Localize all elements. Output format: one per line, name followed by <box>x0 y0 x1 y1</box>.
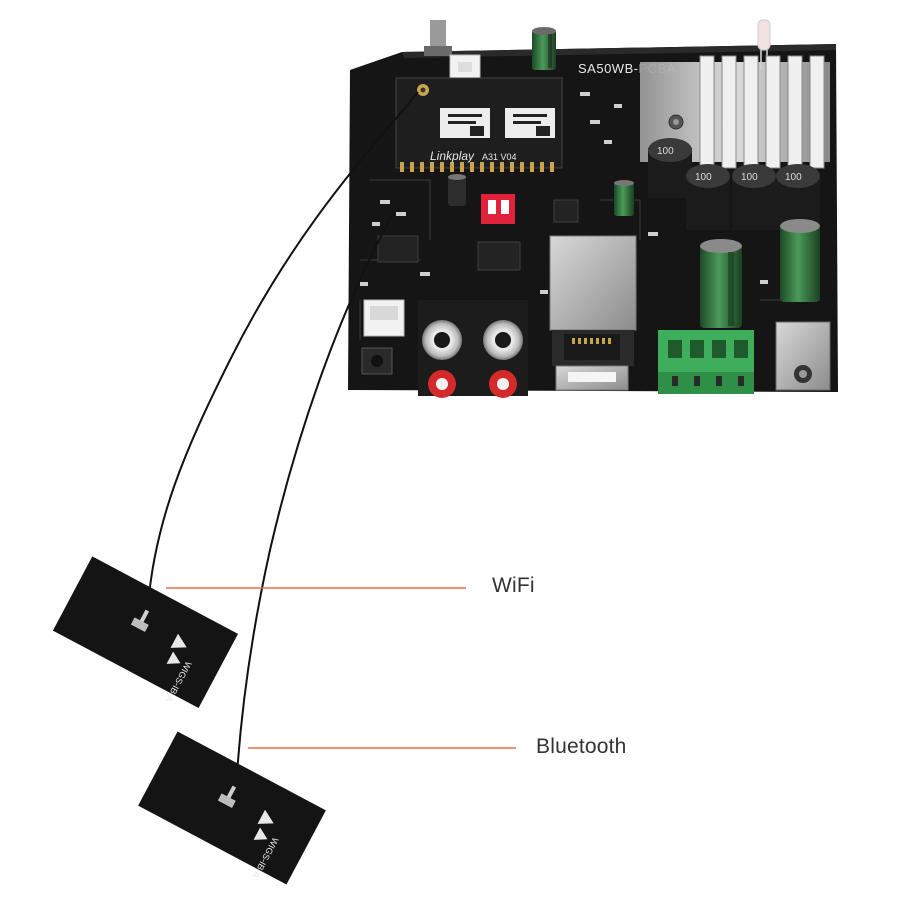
module-brand: Linkplay <box>430 149 475 163</box>
inductor <box>648 138 692 198</box>
wifi-label: WiFi <box>492 574 535 597</box>
bluetooth-antenna-cable <box>235 211 395 791</box>
capacitor-small <box>448 174 634 216</box>
bluetooth-label: Bluetooth <box>536 735 627 758</box>
capacitor-large <box>700 239 742 328</box>
usb-port <box>555 365 629 391</box>
wifi-antenna-patch: WIGS-IB-A <box>52 556 239 709</box>
capacitor-large <box>780 219 820 302</box>
module-version: A31 V04 <box>482 152 517 162</box>
inductor-marking: 100 <box>695 172 712 183</box>
inductor-marking: 100 <box>741 172 758 183</box>
dc-jack <box>775 321 831 391</box>
bluetooth-antenna-patch: WIGS-IB-A <box>138 731 326 885</box>
capacitor-top <box>532 27 556 70</box>
inductor <box>732 164 776 230</box>
rca-jacks <box>418 300 528 398</box>
top-connector <box>424 20 481 82</box>
dip-switch <box>481 194 515 224</box>
inductor <box>686 164 730 230</box>
terminal-block <box>658 330 754 394</box>
smd-components <box>360 92 768 294</box>
heatsink <box>640 55 830 169</box>
push-button <box>361 347 393 375</box>
ic-chip <box>377 199 579 271</box>
ethernet-port <box>549 235 637 366</box>
wifi-antenna-cable <box>147 91 419 607</box>
jst-connector <box>363 299 405 337</box>
inductor-marking: 100 <box>785 172 802 183</box>
linkplay-module <box>395 77 563 172</box>
inductor-marking: 100 <box>657 146 674 157</box>
